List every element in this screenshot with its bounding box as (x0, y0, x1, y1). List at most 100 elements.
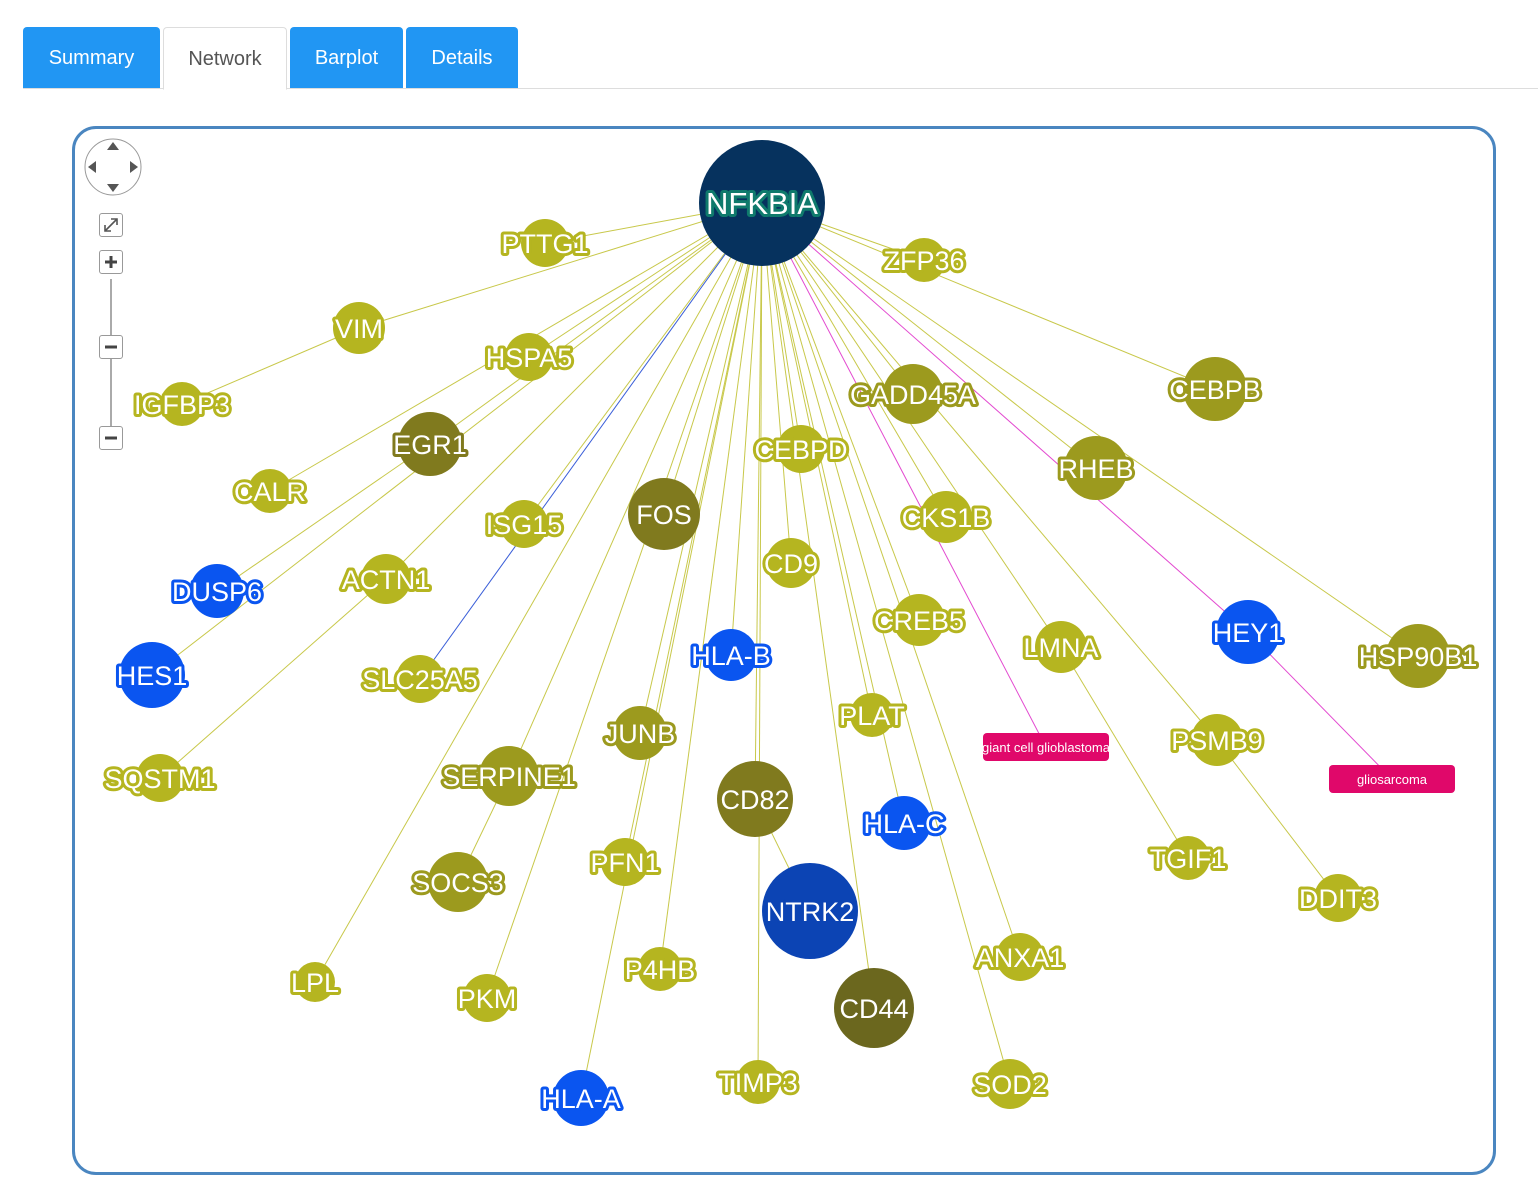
node-egr1[interactable]: EGR1 (390, 412, 470, 476)
node-dusp6[interactable]: DUSP6 (169, 564, 265, 618)
edge-nfkbia-hsp90b1[interactable] (761, 202, 1419, 657)
edge-nfkbia-egr1[interactable] (429, 202, 763, 445)
edge-nfkbia-psmb9[interactable] (761, 202, 1218, 741)
zoom-out-button[interactable] (99, 426, 123, 450)
edge-nfkbia-slc25a5[interactable] (419, 202, 763, 680)
edge-nfkbia-hla-a[interactable] (580, 202, 763, 1099)
node-plat[interactable]: PLAT (836, 693, 908, 737)
edge-nfkbia-sod2[interactable] (761, 202, 1011, 1085)
tab-details[interactable]: Details (406, 27, 518, 89)
pan-navigation-control[interactable] (83, 137, 143, 197)
node-vim[interactable]: VIM (332, 302, 386, 354)
node-cks1b[interactable]: CKS1B (899, 491, 993, 543)
node-label: NTRK2 (766, 897, 855, 927)
edge-nfkbia-cd44[interactable] (761, 202, 875, 1009)
node-ddit3[interactable]: DDIT3 (1296, 874, 1380, 922)
edge-psmb9-ddit3[interactable] (1216, 739, 1339, 899)
node-sod2[interactable]: SOD2 (970, 1059, 1050, 1109)
edge-nfkbia-anxa1[interactable] (761, 202, 1021, 958)
node-cd44[interactable]: CD44 (834, 968, 914, 1048)
node-gadd45a[interactable]: GADD45A (847, 364, 979, 424)
node-timp3[interactable]: TIMP3 (715, 1060, 801, 1104)
node-pttg1[interactable]: PTTG1 (498, 219, 592, 267)
edge-nfkbia-actn1[interactable] (385, 202, 763, 580)
node-rheb[interactable]: RHEB (1055, 436, 1137, 500)
node-sqstm1[interactable]: SQSTM1 (101, 754, 219, 802)
node-serpine1[interactable]: SERPINE1 (439, 746, 579, 806)
node-socs3[interactable]: SOCS3 (409, 852, 507, 912)
node-nfkbia[interactable]: NFKBIA (699, 140, 825, 266)
edge-nfkbia-pkm[interactable] (486, 202, 763, 999)
node-isg15[interactable]: ISG15 (483, 500, 565, 548)
node-ntrk2[interactable]: NTRK2 (762, 863, 858, 959)
tab-summary[interactable]: Summary (23, 27, 160, 89)
node-label: LMNA (1023, 633, 1098, 663)
edge-nfkbia-creb5[interactable] (761, 202, 920, 621)
pan-down-icon[interactable] (107, 184, 119, 192)
node-fos[interactable]: FOS (628, 478, 700, 550)
node-label: HLA-C (863, 809, 944, 839)
edge-hey1-gliosarcoma[interactable] (1247, 631, 1393, 780)
edge-nfkbia-cd82[interactable] (754, 202, 763, 800)
node-lmna[interactable]: LMNA (1020, 621, 1102, 673)
edge-nfkbia-vim[interactable] (358, 202, 763, 329)
edge-nfkbia-hey1[interactable] (761, 202, 1249, 633)
node-giant-cell-glioblastoma[interactable]: giant cell glioblastoma (982, 733, 1111, 761)
edge-nfkbia-serpine1[interactable] (508, 202, 763, 777)
node-cd9[interactable]: CD9 (761, 538, 821, 588)
node-igfbp3[interactable]: IGFBP3 (131, 382, 233, 426)
node-gliosarcoma[interactable]: gliosarcoma (1329, 765, 1455, 793)
edge-egr1-dusp6[interactable] (216, 443, 431, 592)
node-hla-b[interactable]: HLA-B (688, 629, 774, 681)
node-anxa1[interactable]: ANXA1 (973, 933, 1067, 981)
node-hsp90b1[interactable]: HSP90B1 (1356, 624, 1480, 688)
node-psmb9[interactable]: PSMB9 (1168, 714, 1266, 766)
node-zfp36[interactable]: ZFP36 (880, 238, 968, 282)
zoom-slider-track[interactable] (110, 279, 112, 439)
edge-lmna-tgif1[interactable] (1060, 646, 1189, 859)
node-hey1[interactable]: HEY1 (1210, 600, 1286, 664)
pan-left-icon[interactable] (88, 161, 96, 173)
edge-nfkbia-cebpb[interactable] (761, 202, 1216, 390)
node-actn1[interactable]: ACTN1 (339, 554, 433, 604)
node-label: SQSTM1 (104, 764, 215, 794)
node-hla-c[interactable]: HLA-C (860, 796, 948, 850)
node-creb5[interactable]: CREB5 (871, 594, 967, 646)
node-pfn1[interactable]: PFN1 (587, 838, 663, 886)
node-label: CKS1B (902, 503, 991, 533)
node-cd82[interactable]: CD82 (717, 761, 793, 837)
node-tgif1[interactable]: TGIF1 (1147, 836, 1229, 880)
node-cebpb[interactable]: CEBPB (1166, 357, 1264, 421)
edge-nfkbia-lpl[interactable] (314, 202, 763, 983)
node-pkm[interactable]: PKM (455, 974, 519, 1022)
edge-nfkbia-hla-b[interactable] (730, 202, 763, 656)
edge-actn1-sqstm1[interactable] (159, 578, 387, 779)
node-label: HES1 (117, 661, 188, 691)
zoom-slider-handle[interactable] (99, 335, 123, 359)
pan-up-icon[interactable] (107, 142, 119, 150)
node-lpl[interactable]: LPL (288, 962, 342, 1002)
edge-nfkbia-lmna[interactable] (761, 202, 1062, 648)
node-p4hb[interactable]: P4HB (622, 947, 698, 991)
edge-vim-igfbp3[interactable] (181, 327, 360, 405)
fit-view-button[interactable] (99, 213, 123, 237)
edge-nfkbia-giant-cell-glioblastoma[interactable] (761, 202, 1047, 748)
node-cebpd[interactable]: CEBPD (751, 425, 851, 473)
tab-barplot[interactable]: Barplot (290, 27, 403, 89)
node-junb[interactable]: JUNB (602, 706, 678, 760)
edge-nfkbia-timp3[interactable] (757, 202, 763, 1083)
pan-right-icon[interactable] (130, 161, 138, 173)
edge-nfkbia-p4hb[interactable] (659, 202, 763, 970)
node-hla-a[interactable]: HLA-A (538, 1070, 624, 1126)
edge-nfkbia-junb[interactable] (639, 202, 763, 734)
node-slc25a5[interactable]: SLC25A5 (359, 655, 481, 703)
node-hspa5[interactable]: HSPA5 (483, 333, 575, 381)
node-calr[interactable]: CALR (231, 469, 309, 513)
edge-nfkbia-rheb[interactable] (761, 202, 1097, 469)
node-hes1[interactable]: HES1 (114, 642, 190, 708)
edge-nfkbia-isg15[interactable] (523, 202, 763, 525)
zoom-in-button[interactable] (99, 250, 123, 274)
tab-network[interactable]: Network (163, 27, 287, 90)
